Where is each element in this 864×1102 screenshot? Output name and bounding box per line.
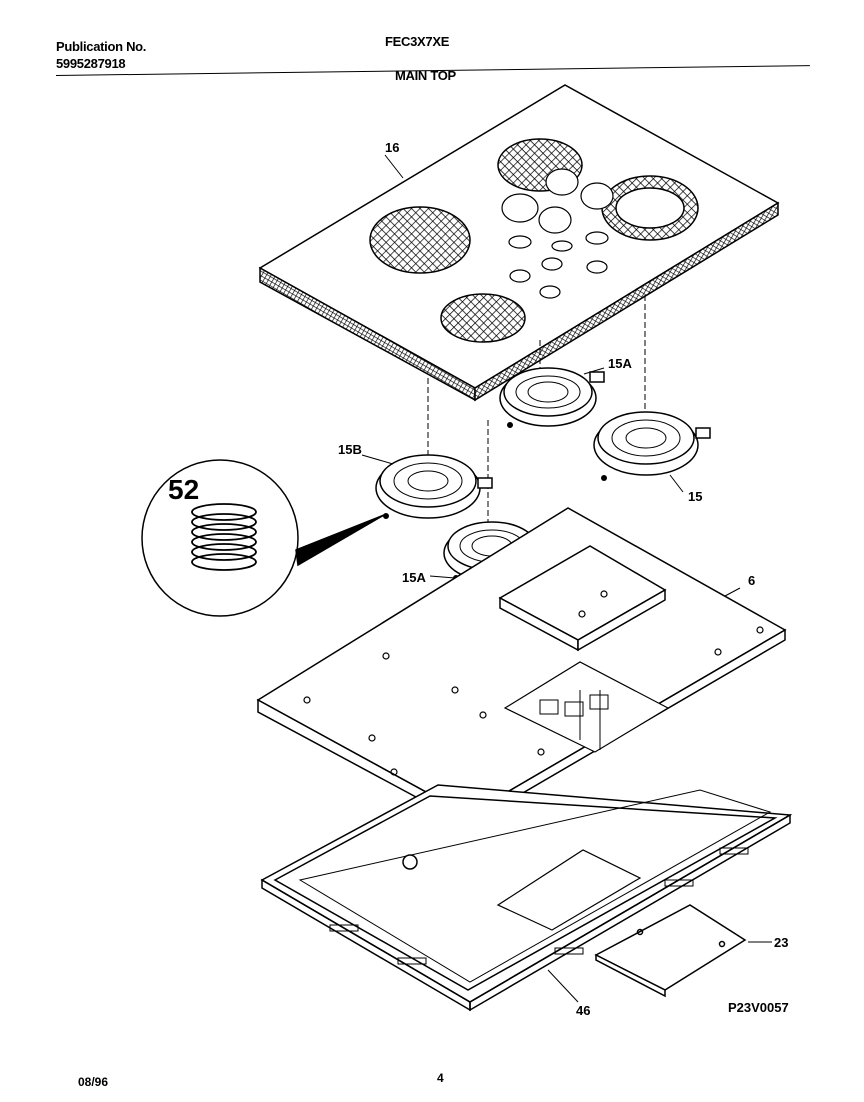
spring-detail — [141, 459, 385, 617]
burner-zone-left — [369, 206, 471, 274]
glass-cooktop — [258, 84, 780, 402]
publication-number: 5995287918 — [56, 56, 126, 71]
leader-lines — [361, 367, 772, 1003]
page-number: 4 — [437, 1071, 444, 1085]
model-number: FEC3X7XE — [385, 34, 450, 49]
heating-element-15 — [593, 411, 711, 476]
base-pan — [260, 784, 793, 1012]
heating-element-15b — [375, 454, 493, 519]
callout-16: 16 — [385, 140, 399, 155]
callout-6: 6 — [748, 573, 755, 588]
callout-46: 46 — [576, 1003, 590, 1018]
callout-15a-lower: 15A — [402, 570, 426, 585]
publication-label: Publication No. — [56, 39, 147, 54]
burner-zone-front — [440, 293, 526, 343]
heating-element-15a-upper — [499, 367, 605, 427]
section-title: MAIN TOP — [395, 68, 456, 83]
callout-15: 15 — [688, 489, 702, 504]
callout-23: 23 — [774, 935, 788, 950]
callout-15b: 15B — [338, 442, 362, 457]
callout-15a-upper: 15A — [608, 356, 632, 371]
drawing-code: P23V0057 — [728, 1000, 789, 1015]
control-knobs — [501, 168, 614, 299]
callout-52: 52 — [168, 474, 199, 505]
cover-plate — [594, 904, 747, 998]
mounting-plate — [256, 507, 787, 827]
publication-date: 08/96 — [78, 1075, 109, 1089]
